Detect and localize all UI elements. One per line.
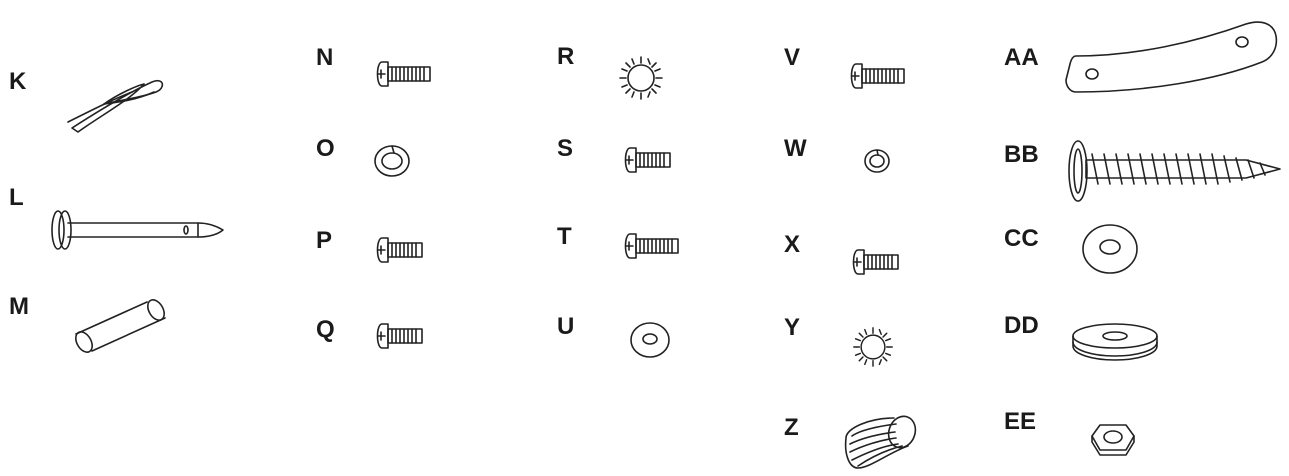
part-label-p: P (316, 229, 332, 253)
machine-screw-icon (374, 322, 426, 350)
part-label-q: Q (316, 318, 335, 342)
machine-screw-icon (374, 236, 426, 264)
machine-screw-icon (850, 248, 902, 276)
flat-washer-icon (628, 320, 672, 360)
part-label-x: X (784, 233, 800, 257)
flat-washer-icon (1080, 222, 1140, 276)
star-lock-washer-icon (852, 326, 894, 368)
part-label-dd: DD (1004, 314, 1039, 338)
part-label-o: O (316, 137, 335, 161)
curved-bracket-icon (1066, 20, 1282, 100)
part-label-t: T (557, 225, 572, 249)
part-label-z: Z (784, 416, 799, 440)
part-label-ee: EE (1004, 410, 1036, 434)
wire-nut-icon (840, 408, 920, 472)
machine-screw-icon (622, 232, 682, 260)
part-label-bb: BB (1004, 143, 1039, 167)
lock-washer-icon (372, 143, 412, 179)
clevis-pin-icon (48, 206, 228, 256)
part-label-m: M (9, 295, 29, 319)
part-label-s: S (557, 137, 573, 161)
spacer-tube-icon (70, 296, 170, 356)
rubber-washer-icon (1070, 320, 1160, 364)
part-label-cc: CC (1004, 227, 1039, 251)
part-label-r: R (557, 45, 574, 69)
machine-screw-icon (848, 62, 908, 90)
wood-screw-icon (1066, 138, 1284, 204)
part-label-v: V (784, 46, 800, 70)
part-label-w: W (784, 137, 807, 161)
machine-screw-icon (374, 60, 434, 88)
hairpin-cotter-pin-icon (60, 70, 170, 140)
star-lock-washer-icon (618, 55, 664, 101)
part-label-aa: AA (1004, 46, 1039, 70)
part-label-k: K (9, 70, 26, 94)
lock-washer-icon (862, 147, 892, 175)
part-label-l: L (9, 186, 24, 210)
part-label-u: U (557, 315, 574, 339)
machine-screw-icon (622, 146, 674, 174)
hex-nut-icon (1090, 420, 1136, 458)
part-label-y: Y (784, 316, 800, 340)
part-label-n: N (316, 46, 333, 70)
